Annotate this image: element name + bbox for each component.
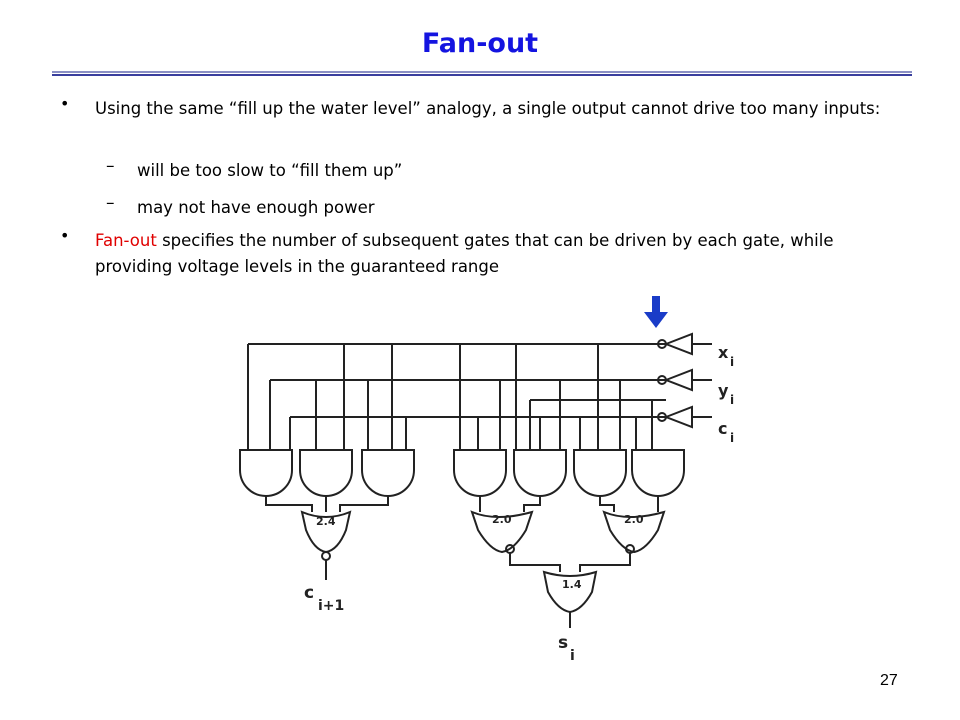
output-carry-subscript: i+1 [318, 598, 344, 614]
sub-bullet-1: will be too slow to “fill them up” [137, 161, 403, 180]
output-sum-label: s [558, 633, 568, 653]
input-label-x: x [718, 343, 729, 362]
input-subscript: i [730, 393, 734, 407]
input-subscript: i [730, 355, 734, 369]
gate-delay-label: 2.0 [492, 513, 512, 526]
input-label-y: y [718, 381, 729, 400]
dash-marker: – [106, 156, 115, 176]
blue-down-arrow-icon [644, 296, 668, 328]
bullet-dot: • [60, 94, 70, 113]
slide-title: Fan-out [421, 28, 539, 59]
output-sum-subscript: i [570, 648, 575, 664]
input-subscript: i [730, 431, 734, 445]
input-label-c: c [718, 419, 727, 438]
title-divider [52, 71, 912, 76]
bullet-1-text: Using the same “fill up the water level”… [95, 99, 881, 118]
fanout-term: Fan-out [95, 231, 157, 250]
fanout-definition: specifies the number of subsequent gates… [95, 231, 834, 276]
output-carry-label: c [304, 583, 314, 603]
page-number: 27 [880, 672, 898, 689]
bullet-dot: • [60, 226, 70, 245]
gate-delay-label: 2.4 [316, 515, 336, 528]
bullet-2-text: Fan-out specifies the number of subseque… [95, 228, 905, 280]
gate-delay-label: 2.0 [624, 513, 644, 526]
dash-marker: – [106, 193, 115, 213]
gate-delay-label: 1.4 [562, 578, 582, 591]
sub-bullet-2: may not have enough power [137, 198, 375, 217]
